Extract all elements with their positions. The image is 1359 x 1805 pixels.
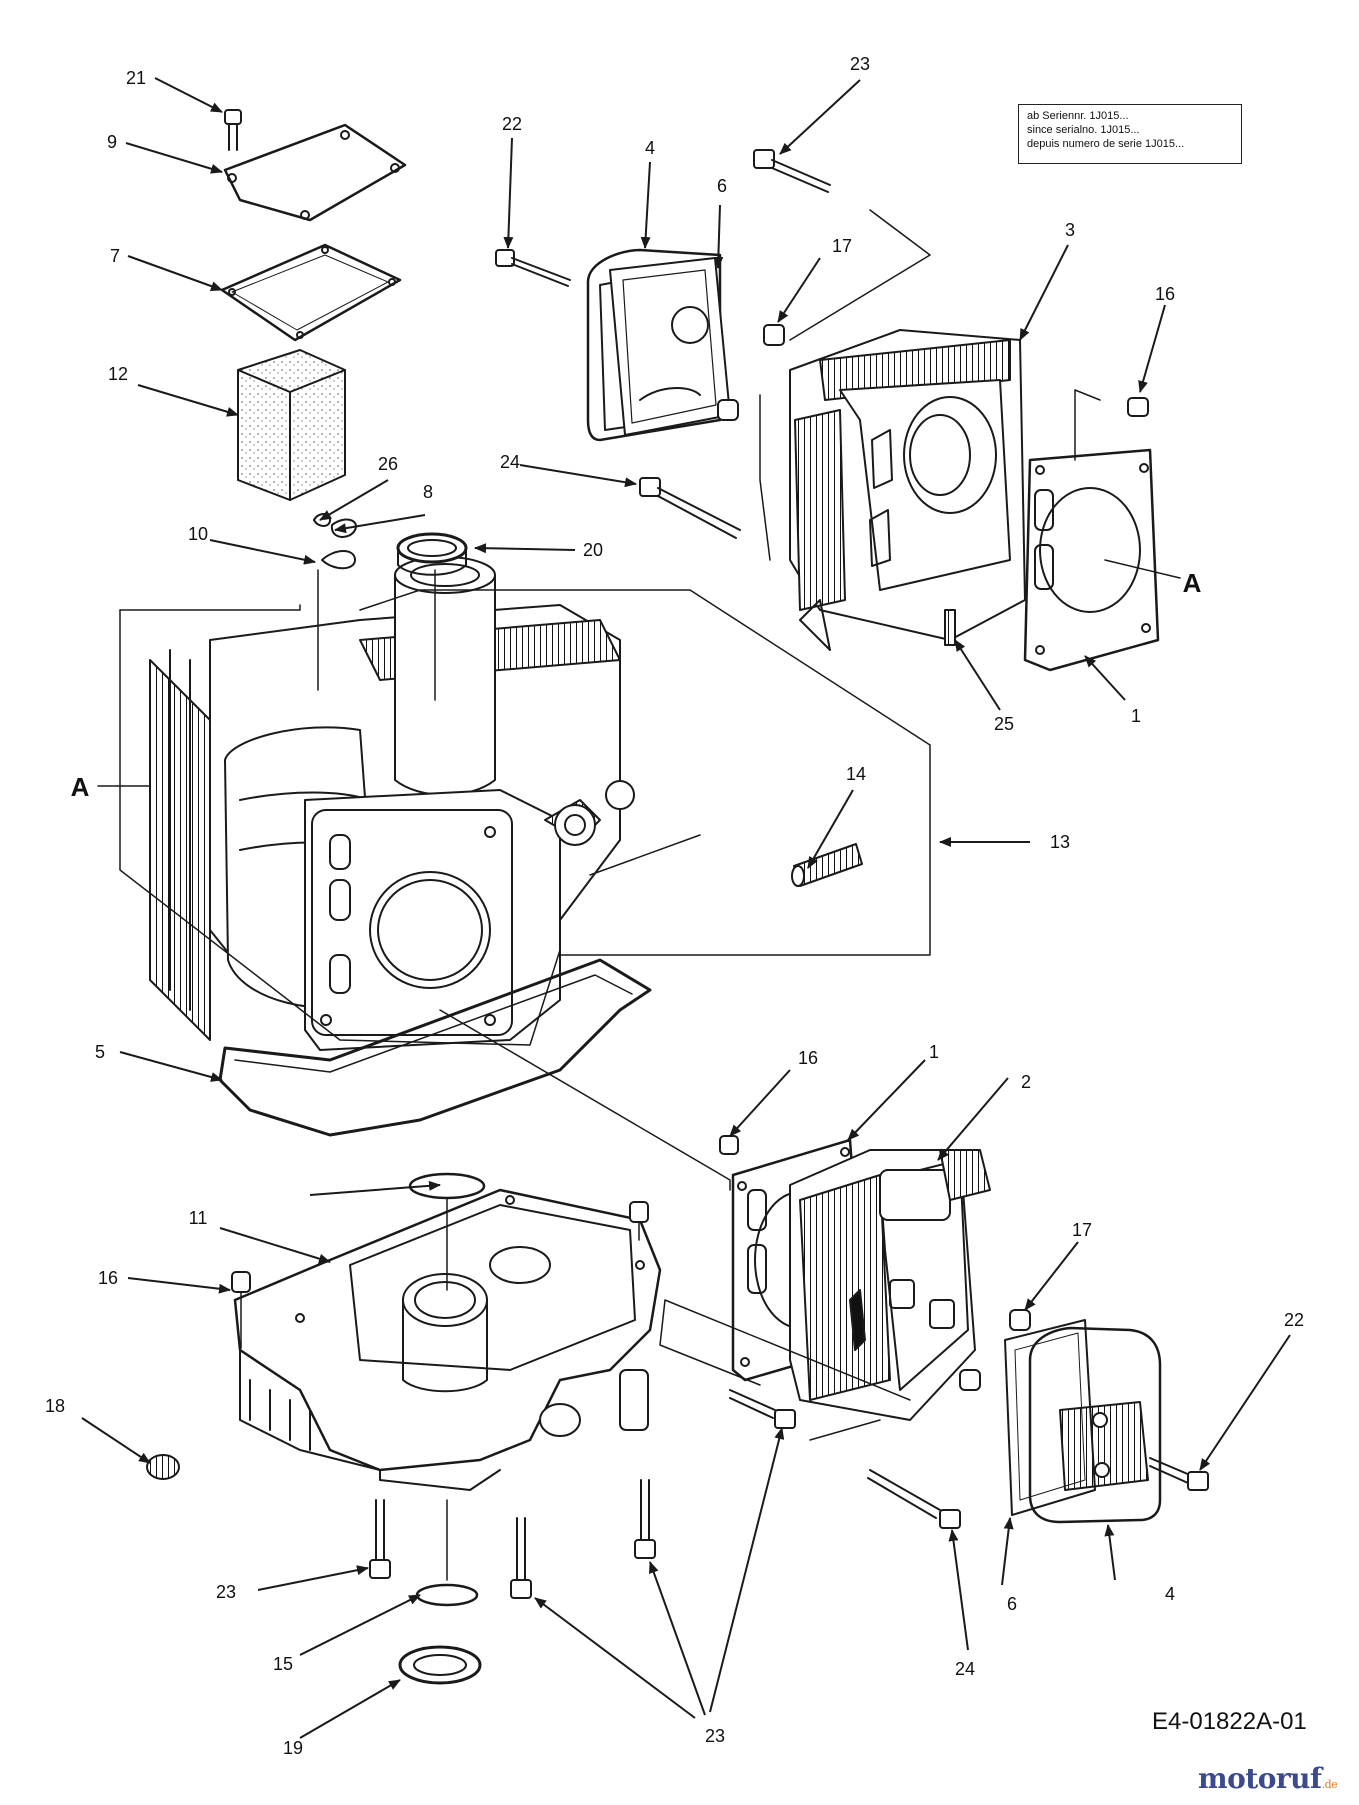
cylinder-head-2 (789, 1149, 991, 1421)
breather-cover-9 (223, 123, 407, 222)
callout-23-lower-group: 23 (705, 1726, 725, 1746)
cylinder-head-3 (789, 329, 1026, 651)
callout-22-lower: 22 (1284, 1310, 1304, 1330)
callout-7: 7 (110, 246, 120, 266)
callout-labels: 21 9 7 12 26 8 10 20 22 4 6 23 17 3 16 2… (45, 54, 1304, 1758)
muffler-cover-4-lower (1028, 1326, 1162, 1524)
callout-26: 26 (378, 454, 398, 474)
oil-seal-19 (398, 1645, 482, 1685)
oil-seal-20 (396, 532, 468, 576)
callout-14: 14 (846, 764, 866, 784)
callout-16-upper: 16 (1155, 284, 1175, 304)
callout-11: 11 (189, 1208, 208, 1228)
callout-19: 19 (283, 1738, 303, 1758)
callout-12: 12 (108, 364, 128, 384)
callout-6-lower: 6 (1007, 1594, 1017, 1614)
assembly-lines (119, 209, 1101, 1441)
crankcase-cover-11 (233, 1188, 662, 1491)
section-marker-a-right: A (1183, 568, 1202, 598)
callout-5: 5 (95, 1042, 105, 1062)
callout-4-upper: 4 (645, 138, 655, 158)
callout-20: 20 (583, 540, 603, 560)
dowel-17-upper (763, 324, 785, 346)
bolt-23-lower-left (369, 1499, 391, 1579)
breather-gasket-7 (220, 243, 402, 342)
callout-3: 3 (1065, 220, 1075, 240)
gasket-5 (218, 958, 652, 1137)
callout-23-upper: 23 (850, 54, 870, 74)
logo-text: motoruf (1198, 1762, 1322, 1795)
reed-10 (321, 550, 356, 570)
gasket-6-upper (609, 257, 731, 436)
serial-note-line-de: ab Seriennr. 1J015... (1027, 110, 1129, 122)
callout-17-upper: 17 (832, 236, 852, 256)
callout-17-lower: 17 (1072, 1220, 1092, 1240)
callout-23-lower-left: 23 (216, 1582, 236, 1602)
breather-filter-12 (237, 349, 346, 501)
callout-4-lower: 4 (1165, 1584, 1175, 1604)
callout-15: 15 (273, 1654, 293, 1674)
callout-24-upper: 24 (500, 452, 520, 472)
callout-6-upper: 6 (717, 176, 727, 196)
callout-8: 8 (423, 482, 433, 502)
callout-22-upper: 22 (502, 114, 522, 134)
drawing-code: E4-01822A-01 (1152, 1708, 1307, 1735)
crankcase (149, 556, 635, 1051)
logo-suffix: .de (1321, 1778, 1338, 1791)
gasket-6-lower (1004, 1319, 1096, 1516)
bolt-22-lower (1149, 1457, 1209, 1491)
callout-9: 9 (107, 132, 117, 152)
bolt-22-upper (495, 249, 571, 287)
bolt-23-lower-mid (510, 1517, 532, 1599)
callout-16-lower-right: 16 (798, 1048, 818, 1068)
dowel-14 (791, 843, 863, 887)
dowel-17-lower (1009, 1309, 1031, 1331)
motoruf-logo: motoruf.de (1198, 1762, 1338, 1795)
stud-25 (944, 609, 956, 646)
section-marker-a-left: A (71, 772, 90, 802)
screw-21 (224, 109, 242, 151)
callout-1-lower: 1 (929, 1042, 939, 1062)
callout-21: 21 (126, 68, 146, 88)
bolt-23-upper (753, 149, 831, 193)
leader-arrows (81, 77, 1291, 1739)
plug-18 (146, 1454, 180, 1480)
serial-note-line-en: since serialno. 1J015... (1027, 124, 1140, 136)
callout-2: 2 (1021, 1072, 1031, 1092)
bolt-23-lower-head (729, 1389, 796, 1429)
callout-18: 18 (45, 1396, 65, 1416)
callout-1-upper: 1 (1131, 706, 1141, 726)
dowel-16-lower-left (231, 1271, 251, 1293)
serial-note: ab Seriennr. 1J015... since serialno. 1J… (1018, 104, 1242, 164)
head-gasket-1-upper (1023, 448, 1160, 672)
callout-24-lower: 24 (955, 1659, 975, 1679)
bolt-24-lower (867, 1469, 961, 1529)
dowel-16-lower-right (719, 1135, 739, 1155)
callout-10: 10 (188, 524, 208, 544)
callout-25: 25 (994, 714, 1014, 734)
callout-13: 13 (1050, 832, 1070, 852)
bolt-24-upper (639, 477, 741, 539)
o-ring-15 (415, 1583, 479, 1607)
dowel-16-upper (1127, 397, 1149, 417)
callout-16-lower-left: 16 (98, 1268, 118, 1288)
serial-note-line-fr: depuis numero de serie 1J015... (1027, 138, 1185, 150)
bolt-23-lower-right (634, 1479, 656, 1559)
